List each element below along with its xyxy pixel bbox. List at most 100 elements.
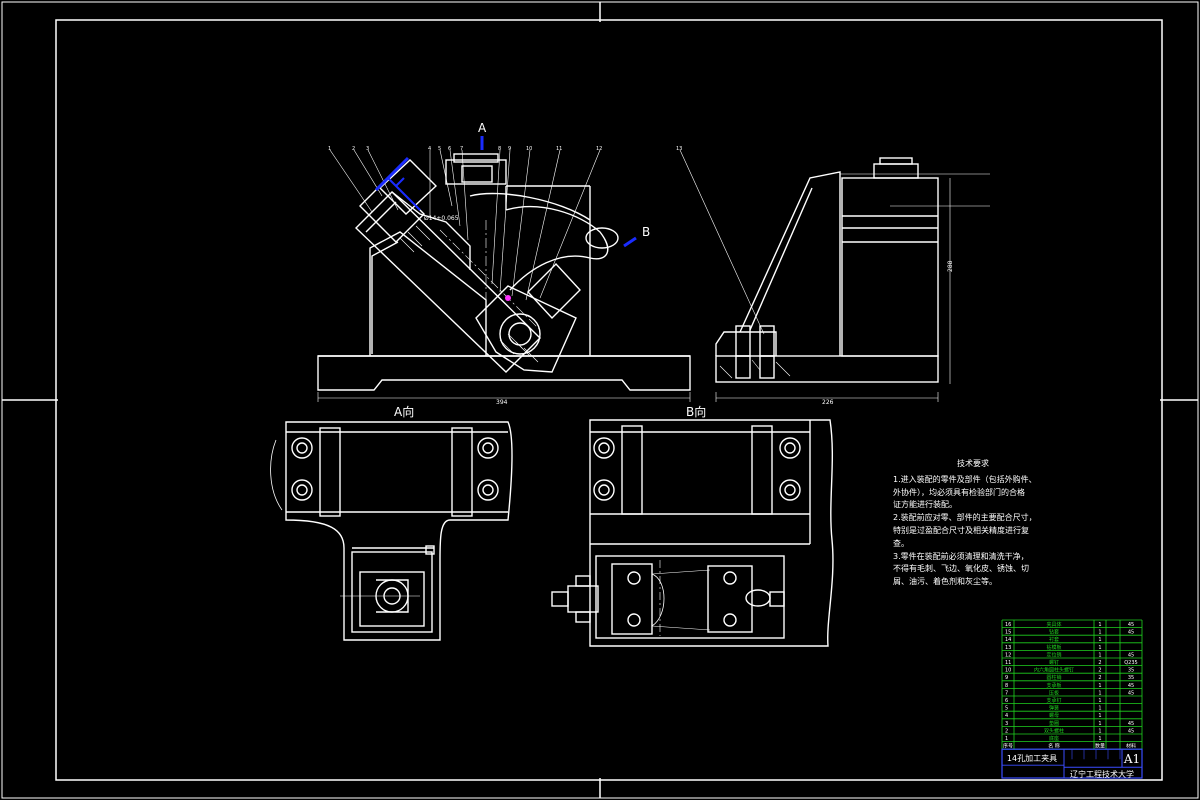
school-name: 辽宁工程技术大学 [1070, 769, 1134, 779]
bom-cell: 1 [1098, 637, 1101, 643]
svg-text:13: 13 [676, 146, 682, 152]
notes-line: 3.零件在装配前必须清理和清洗干净， [893, 551, 1029, 561]
bom-header-cell: 材料 [1126, 743, 1136, 750]
bom-cell: 45 [1128, 728, 1134, 734]
bom-cell: 45 [1128, 652, 1134, 658]
bom-cell: 8 [1005, 683, 1008, 689]
sheet-size: A1 [1123, 752, 1140, 766]
bom-cell: 5 [1005, 706, 1008, 712]
bom-cell: 7 [1005, 690, 1008, 696]
view-b-title: B向 [686, 404, 706, 419]
bom-cell: 1 [1005, 736, 1008, 742]
bom-cell: 1 [1098, 683, 1101, 689]
bom-cell: 支承钉 [1046, 697, 1061, 704]
bom-cell: 9 [1005, 675, 1008, 681]
view-a [270, 421, 513, 641]
bom-cell: 45 [1128, 690, 1134, 696]
bom-cell: 双头螺柱 [1044, 727, 1064, 734]
bom-cell: 垫圈 [1049, 720, 1059, 727]
notes-line: 特别是过盈配合尺寸及相关精度进行复 [893, 525, 1029, 535]
bom-cell: 压板 [1049, 689, 1059, 696]
svg-text:3: 3 [366, 146, 369, 152]
dim-side-height: 288 [947, 260, 954, 272]
dim-side-width: 226 [822, 399, 834, 406]
bom-header-cell: 数量 [1095, 743, 1105, 750]
bom-cell: 1 [1098, 645, 1101, 651]
bom-cell: 15 [1005, 630, 1011, 636]
bom-cell: 弹簧 [1049, 705, 1059, 712]
bom-cell: 钻模板 [1046, 644, 1061, 651]
bom-cell: 1 [1098, 721, 1101, 727]
bom-cell: 11 [1005, 660, 1011, 666]
bom-cell: 2 [1098, 660, 1101, 666]
bom-cell: 2 [1098, 668, 1101, 674]
svg-text:12: 12 [596, 146, 602, 152]
svg-text:4: 4 [428, 146, 431, 152]
notes-line: 屑、油污、着色剂和灰尘等。 [893, 577, 997, 587]
bom-cell: 1 [1098, 713, 1101, 719]
svg-text:9: 9 [508, 146, 511, 152]
svg-text:6: 6 [448, 146, 451, 152]
dim-tolerance: Ø14±0.065 [424, 215, 459, 222]
bom-cell: 3 [1005, 721, 1008, 727]
bom-cell: 夹具体 [1046, 621, 1061, 628]
bom-cell: 45 [1128, 683, 1134, 689]
notes-line: 不得有毛刺、飞边、氧化皮、锈蚀、切 [893, 564, 1029, 574]
svg-text:10: 10 [526, 146, 532, 152]
bom-cell: 衬套 [1049, 636, 1059, 643]
bom-cell: 1 [1098, 630, 1101, 636]
bom-cell: 6 [1005, 698, 1008, 704]
notes-line: 1.进入装配的零件及部件（包括外购件、 [893, 474, 1037, 484]
bom-header-cell: 名 称 [1048, 743, 1060, 750]
bom-cell: 14 [1005, 637, 1011, 643]
bom-cell: 2 [1005, 728, 1008, 734]
bom-cell: 16 [1005, 622, 1011, 628]
bom-cell: 钻套 [1049, 629, 1059, 636]
section-markers [374, 136, 637, 248]
bom-cell: 2 [1098, 675, 1101, 681]
bom-cell: 定位销 [1046, 651, 1061, 658]
bom-cell: 35 [1128, 668, 1134, 674]
bom-cell: 圆柱销 [1046, 674, 1061, 681]
dim-main-width: 394 [496, 399, 508, 406]
bom-cell: 13 [1005, 645, 1011, 651]
hatch-accent [505, 295, 511, 301]
notes-line: 证方能进行装配。 [893, 500, 957, 510]
bom-cell: 35 [1128, 675, 1134, 681]
notes-line: 2.装配前应对零、部件的主要配合尺寸， [893, 513, 1037, 523]
svg-text:11: 11 [556, 146, 562, 152]
section-b-marker: B [642, 225, 650, 239]
bom-cell: 45 [1128, 721, 1134, 727]
bom-cell: 1 [1098, 652, 1101, 658]
side-view: 13 [676, 146, 990, 402]
view-a-title: A向 [394, 404, 414, 419]
bom-cell: Q235 [1124, 660, 1137, 666]
bom-cell: 内六角圆柱头螺钉 [1034, 667, 1074, 674]
notes-line: 查。 [893, 538, 909, 548]
bom-cell: 1 [1098, 736, 1101, 742]
bom-header-cell: 序号 [1003, 743, 1013, 750]
bom-cell: 45 [1128, 622, 1134, 628]
bom-cell: 45 [1128, 630, 1134, 636]
bom-cell: 螺钉 [1049, 659, 1059, 666]
notes-title: 技术要求 [957, 459, 989, 468]
svg-text:1: 1 [328, 146, 331, 152]
bom-cell: 10 [1005, 668, 1011, 674]
notes-line: 外协件），均必须具有检验部门的合格 [893, 487, 1025, 497]
drawing-frame [55, 19, 1163, 781]
svg-text:5: 5 [438, 146, 441, 152]
drawing-name: 14孔加工夹具 [1007, 753, 1057, 763]
bom-cell: 12 [1005, 652, 1011, 658]
svg-text:2: 2 [352, 146, 355, 152]
bom-cell: 1 [1098, 622, 1101, 628]
bom-cell: 螺母 [1049, 712, 1059, 719]
view-b [551, 419, 834, 647]
svg-text:8: 8 [498, 146, 501, 152]
bom-cell: 1 [1098, 728, 1101, 734]
